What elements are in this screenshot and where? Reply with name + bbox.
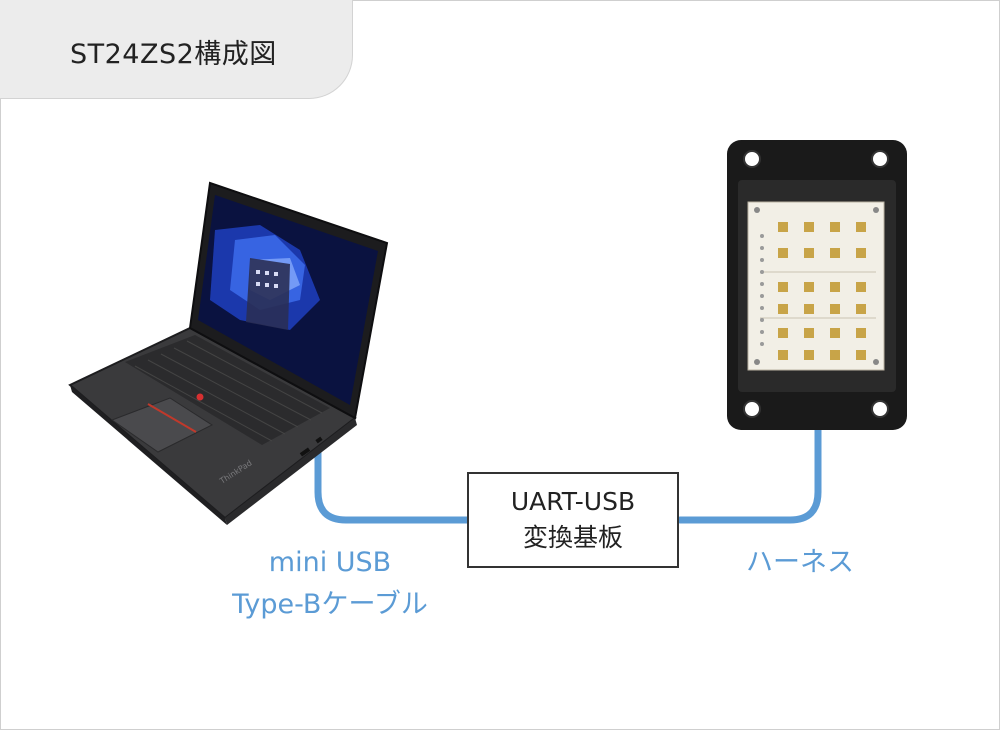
trackpoint-icon [196, 393, 204, 401]
usb-cable-label-line1: mini USB [268, 547, 392, 578]
antenna-pad [804, 282, 814, 292]
harness-cable-line [676, 426, 822, 524]
pin-header-dot [760, 306, 764, 310]
pin-header-dot [760, 246, 764, 250]
diagram-title: ST24ZS2構成図 [70, 39, 277, 70]
antenna-pad [778, 328, 788, 338]
antenna-pad [830, 222, 840, 232]
antenna-pad [778, 350, 788, 360]
sensor-module-image [727, 140, 907, 430]
antenna-pad [804, 222, 814, 232]
pin-header-dot [760, 318, 764, 322]
antenna-pad [830, 328, 840, 338]
pin-header-dot [760, 234, 764, 238]
uart-usb-converter-box: UART-USB 変換基板 [467, 472, 679, 568]
antenna-pad [778, 248, 788, 258]
antenna-pad [830, 304, 840, 314]
usb-cable-label-line2: Type-Bケーブル [232, 589, 428, 620]
antenna-pad [830, 350, 840, 360]
antenna-pad [856, 328, 866, 338]
converter-label-line2: 変換基板 [522, 523, 623, 552]
pin-header-dot [760, 270, 764, 274]
pin-header-dot [760, 342, 764, 346]
harness-label: ハーネス [746, 547, 854, 578]
antenna-pad [856, 350, 866, 360]
converter-label-line1: UART-USB [510, 487, 636, 516]
antenna-pad [778, 282, 788, 292]
antenna-pad [804, 304, 814, 314]
antenna-pad [778, 304, 788, 314]
antenna-pad [830, 248, 840, 258]
antenna-pad [856, 304, 866, 314]
usb-cable-line [314, 436, 472, 524]
antenna-pad [856, 248, 866, 258]
laptop-image [68, 181, 389, 525]
pin-header-dot [760, 294, 764, 298]
mount-hole-icon [871, 400, 889, 418]
antenna-pad [804, 350, 814, 360]
antenna-pad [778, 222, 788, 232]
usb-cable-label: mini USB Type-Bケーブル [200, 542, 460, 626]
antenna-pad [804, 248, 814, 258]
pin-header-dot [760, 282, 764, 286]
antenna-pad [856, 222, 866, 232]
mount-hole-icon [743, 150, 761, 168]
mount-hole-icon [743, 400, 761, 418]
pin-header-dot [760, 258, 764, 262]
antenna-pad [804, 328, 814, 338]
pin-header-dot [760, 330, 764, 334]
antenna-pad [856, 282, 866, 292]
mount-hole-icon [871, 150, 889, 168]
title-tab: ST24ZS2構成図 [0, 0, 353, 99]
antenna-pad [830, 282, 840, 292]
